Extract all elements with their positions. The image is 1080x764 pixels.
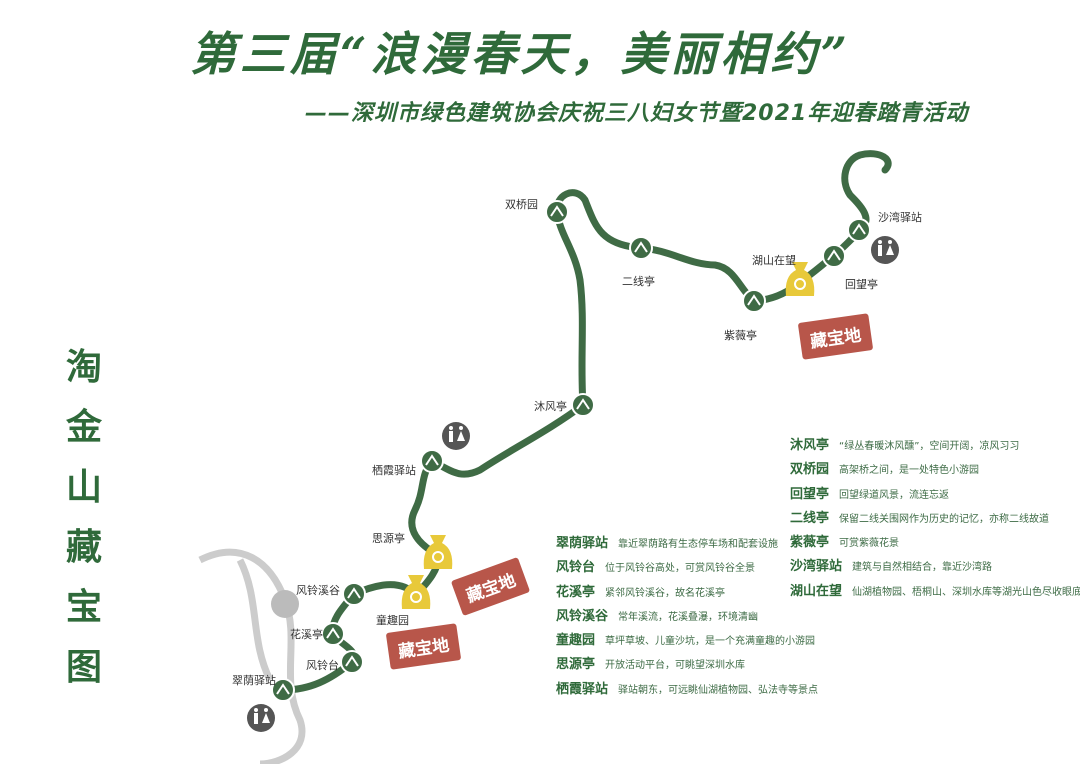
legend-item: 双桥园高架桥之间，是一处特色小游园 [790, 458, 1080, 482]
legend-item-desc: 开放活动平台，可眺望深圳水库 [605, 660, 746, 672]
legend-item: 紫薇亭可赏紫薇花景 [790, 531, 1080, 555]
restroom-icon [247, 704, 275, 732]
side-title-char: 宝 [65, 587, 102, 628]
grey-trail [198, 548, 306, 764]
legend-item-name: 紫薇亭 [790, 535, 830, 551]
legend-item: 二线亭保留二线关围网作为历史的记忆，亦称二线故道 [790, 507, 1080, 531]
legend-right: 沐风亭“绿丛春暖沐风醺”，空间开阔，凉风习习双桥园高架桥之间，是一处特色小游园回… [790, 434, 1080, 604]
grey-landmark [271, 590, 299, 618]
station-label: 思源亭 [372, 532, 405, 545]
legend-item-name: 二线亭 [790, 510, 830, 526]
restroom-icon [442, 422, 470, 450]
legend-item-name: 风铃溪谷 [556, 608, 609, 624]
station-label: 回望亭 [845, 278, 878, 291]
legend-item-desc: 回望绿道风景，流连忘返 [839, 489, 950, 501]
legend-item-desc: 驿站朝东，可远眺仙湖植物园、弘法寺等景点 [618, 684, 819, 696]
treasure-bag-icon[interactable] [785, 262, 815, 296]
legend-item-desc: 靠近翠荫路有生态停车场和配套设施 [618, 539, 779, 550]
legend-item-name: 沙湾驿站 [790, 559, 843, 575]
pavilion-marker-icon[interactable] [271, 678, 295, 702]
side-title-char: 藏 [65, 527, 102, 568]
legend-item: 翠荫驿站靠近翠荫路有生态停车场和配套设施 [556, 532, 818, 556]
legend-item-name: 栖霞驿站 [556, 681, 609, 697]
legend-item: 栖霞驿站驿站朝东，可远眺仙湖植物园、弘法寺等景点 [556, 678, 818, 702]
station-label: 风铃台 [306, 659, 339, 672]
legend-item-name: 思源亭 [556, 657, 596, 673]
legend-item-desc: “绿丛春暖沐风醺”，空间开阔，凉风习习 [839, 441, 1020, 452]
treasure-bag-icon[interactable] [423, 535, 453, 569]
legend-item: 风铃台位于风铃谷高处，可赏风铃谷全景 [556, 556, 818, 580]
legend-item: 风铃溪谷常年溪流，花溪叠瀑，环境清幽 [556, 605, 818, 629]
legend-item-name: 翠荫驿站 [556, 536, 609, 551]
legend-item-desc: 建筑与自然相结合，靠近沙湾路 [852, 562, 993, 574]
legend-item-name: 沐风亭 [790, 438, 830, 453]
station-label: 风铃溪谷 [296, 584, 340, 597]
station-label: 童趣园 [376, 614, 409, 627]
pavilion-marker-icon[interactable] [847, 218, 871, 242]
legend-item-desc: 可赏紫薇花景 [839, 538, 900, 550]
legend-item: 花溪亭紧邻风铃溪谷，故名花溪亭 [556, 581, 818, 605]
station-label: 湖山在望 [752, 254, 796, 267]
legend-item-desc: 高架桥之间，是一处特色小游园 [839, 465, 980, 477]
station-label: 栖霞驿站 [372, 464, 416, 477]
legend-item: 回望亭回望绿道风景，流连忘返 [790, 483, 1080, 507]
legend-item-name: 花溪亭 [556, 584, 596, 600]
side-title-char: 山 [65, 467, 102, 508]
restroom-icon [871, 236, 899, 264]
station-label: 花溪亭 [290, 628, 323, 641]
legend-item-name: 双桥园 [790, 462, 830, 478]
legend-item-desc: 位于风铃谷高处，可赏风铃谷全景 [605, 563, 756, 575]
legend-item: 湖山在望仙湖植物园、梧桐山、深圳水库等湖光山色尽收眼底 [790, 580, 1080, 604]
legend-item-name: 风铃台 [556, 560, 596, 576]
legend-item-desc: 仙湖植物园、梧桐山、深圳水库等湖光山色尽收眼底 [852, 586, 1080, 598]
pavilion-marker-icon[interactable] [321, 622, 345, 646]
pavilion-marker-icon[interactable] [822, 244, 846, 268]
station-label: 二线亭 [622, 275, 655, 288]
pavilion-marker-icon[interactable] [342, 582, 366, 606]
legend-item: 沐风亭 “绿丛春暖沐风醺”，空间开阔，凉风习习 [790, 434, 1080, 458]
legend-item: 童趣园草坪草坡、儿童沙坑，是一个充满童趣的小游园 [556, 629, 818, 653]
poster-subtitle: ——深圳市绿色建筑协会庆祝三八妇女节暨2021年迎春踏青活动 [305, 101, 969, 126]
legend-item-desc: 草坪草坡、儿童沙坑，是一个充满童趣的小游园 [605, 636, 816, 648]
pavilion-marker-icon[interactable] [629, 236, 653, 260]
legend-item-name: 童趣园 [556, 633, 596, 649]
side-title: 淘 金 山 藏 宝 图 [62, 338, 106, 698]
station-label: 沐风亭 [534, 400, 567, 413]
station-label: 沙湾驿站 [878, 211, 922, 224]
side-title-char: 图 [65, 647, 102, 688]
pavilion-marker-icon[interactable] [340, 650, 364, 674]
legend-item: 思源亭开放活动平台，可眺望深圳水库 [556, 653, 818, 677]
station-label: 双桥园 [505, 198, 538, 211]
side-title-char: 金 [65, 407, 102, 448]
legend-item: 沙湾驿站建筑与自然相结合，靠近沙湾路 [790, 555, 1080, 579]
pavilion-marker-icon[interactable] [545, 200, 569, 224]
legend-left: 翠荫驿站靠近翠荫路有生态停车场和配套设施风铃台位于风铃谷高处，可赏风铃谷全景花溪… [556, 532, 818, 702]
legend-item-desc: 常年溪流，花溪叠瀑，环境清幽 [618, 611, 759, 623]
pavilion-marker-icon[interactable] [571, 393, 595, 417]
legend-item-desc: 保留二线关围网作为历史的记忆，亦称二线故道 [839, 513, 1050, 525]
legend-item-name: 湖山在望 [790, 583, 843, 599]
pavilion-marker-icon[interactable] [742, 289, 766, 313]
side-title-char: 淘 [65, 347, 102, 388]
poster-title: 第三届“浪漫春天，美丽相约” [190, 27, 851, 81]
legend-item-desc: 紧邻风铃溪谷，故名花溪亭 [605, 587, 726, 599]
legend-item-name: 回望亭 [790, 486, 830, 502]
pavilion-marker-icon[interactable] [420, 449, 444, 473]
station-label: 翠荫驿站 [232, 674, 276, 687]
station-label: 紫薇亭 [724, 329, 757, 342]
treasure-bag-icon[interactable] [401, 575, 431, 609]
